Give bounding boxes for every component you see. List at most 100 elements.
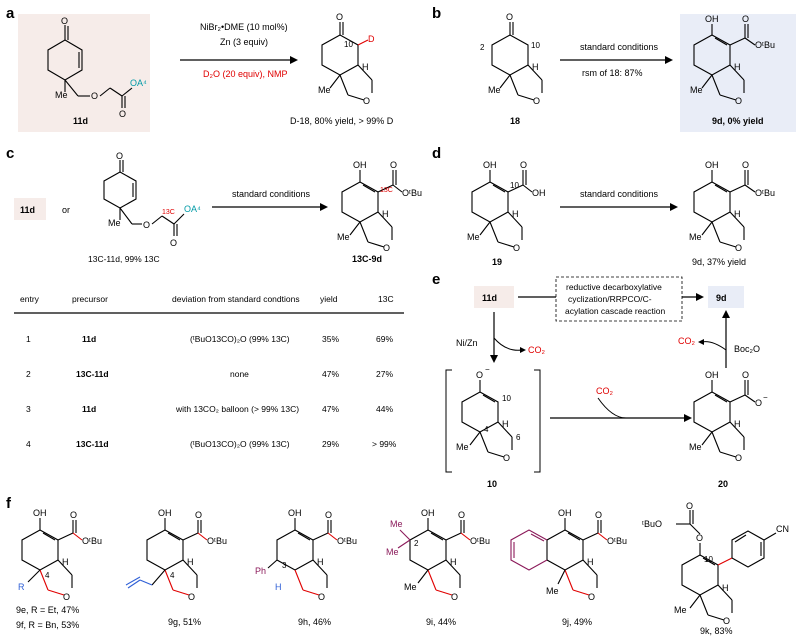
svg-text:O: O — [735, 243, 742, 253]
9i-me1: Me — [390, 519, 403, 529]
panel-c-label: c — [6, 145, 14, 162]
a-reagent-3: D₂O (20 equiv), NMP — [203, 69, 288, 79]
svg-text:O: O — [91, 91, 98, 101]
9k-boc: ᵗBuO — [642, 519, 662, 529]
e-cascade-box — [555, 276, 683, 322]
row3-deviation: with 13CO₂ balloon (> 99% 13C) — [175, 404, 299, 414]
9i-num: 2 — [414, 539, 419, 548]
table-row: 4 13C-11d (ᵗBuO13CO)₂O (99% 13C) 29% > 9… — [26, 439, 397, 449]
int10-n4: 4 — [484, 425, 489, 434]
row1-yield: 35% — [322, 334, 339, 344]
9d-d-oh: OH — [705, 160, 719, 170]
9e-r: R — [18, 582, 25, 592]
9j-label: 9j, 49% — [562, 617, 592, 627]
9g-h: H — [187, 557, 194, 567]
table-row: 3 11d with 13CO₂ balloon (> 99% 13C) 47%… — [26, 404, 393, 414]
d18-num10: 10 — [344, 40, 353, 49]
svg-text:O: O — [723, 616, 730, 626]
c-product-h: H — [382, 209, 389, 219]
e-box-line3: acylation cascade reaction — [565, 306, 665, 316]
svg-text:O: O — [383, 243, 390, 253]
structure-10 — [461, 380, 513, 458]
c-product-oh: OH — [353, 160, 367, 170]
e-co2-in: CO₂ — [596, 386, 614, 396]
9d-b-oh: OH — [705, 14, 719, 24]
9d-b-me: Me — [690, 85, 703, 95]
svg-text:O: O — [390, 160, 397, 170]
row3-yield: 47% — [322, 404, 339, 414]
b-result: 9d, 0% yield — [712, 116, 764, 126]
structure-11d — [47, 25, 133, 108]
table-header-deviation: deviation from standard condtions — [172, 294, 300, 304]
c-product-13c: 13C — [380, 187, 393, 194]
row4-precursor: 13C-11d — [76, 439, 109, 449]
9d-d-me: Me — [689, 232, 702, 242]
svg-text:O: O — [696, 533, 703, 543]
svg-text:O: O — [735, 96, 742, 106]
d18-h: H — [362, 62, 369, 72]
int20-label: 20 — [718, 479, 728, 489]
int20-h: H — [734, 419, 741, 429]
svg-text:O: O — [336, 12, 343, 22]
structure-9j — [510, 518, 608, 596]
11d-label: 11d — [73, 116, 88, 126]
svg-text:O: O — [70, 510, 77, 520]
structure-9e-9f — [21, 518, 83, 596]
panel-a-label: a — [6, 5, 15, 22]
svg-text:O: O — [61, 16, 68, 26]
row1-precursor: 11d — [82, 334, 96, 344]
9i-oh: OH — [421, 508, 435, 518]
9i-me: Me — [404, 582, 417, 592]
19-label: 19 — [492, 257, 502, 267]
int10-me: Me — [456, 442, 469, 452]
row4-13c: > 99% — [372, 439, 397, 449]
e-start-highlight — [474, 286, 514, 308]
svg-text:O: O — [195, 510, 202, 520]
structure-18 — [491, 22, 543, 101]
a-result: D-18, 80% yield, > 99% D — [290, 116, 394, 126]
structure-19 — [471, 170, 533, 248]
e-target-highlight — [708, 286, 744, 308]
row1-entry: 1 — [26, 334, 31, 344]
svg-text:O: O — [595, 510, 602, 520]
19-num10: 10 — [510, 181, 519, 190]
row2-entry: 2 — [26, 369, 31, 379]
c-sm-b-me: Me — [108, 218, 121, 228]
row2-13c: 27% — [376, 369, 393, 379]
table-header-precursor: precursor — [72, 294, 108, 304]
structure-d18 — [321, 22, 373, 101]
svg-text:O: O — [533, 96, 540, 106]
svg-text:O: O — [520, 160, 527, 170]
9h-label: 9h, 46% — [298, 617, 331, 627]
c-sm-b-13c: 13C — [162, 209, 175, 216]
9i-h: H — [450, 557, 457, 567]
9h-h2: H — [275, 582, 282, 592]
b-conditions: standard conditions — [580, 42, 659, 52]
row4-entry: 4 — [26, 439, 31, 449]
results-table: entry precursor deviation from standard … — [14, 294, 404, 449]
table-header-entry: entry — [20, 294, 40, 304]
d-conditions: standard conditions — [580, 189, 659, 199]
9k-label: 9k, 83% — [700, 626, 733, 636]
int10-n10: 10 — [502, 394, 511, 403]
9f-label: 9f, R = Bn, 53% — [16, 620, 79, 630]
svg-text:O: O — [742, 14, 749, 24]
c-or: or — [62, 205, 70, 215]
9h-oh: OH — [288, 508, 302, 518]
table-row: 1 11d (ᵗBuO13CO)₂O (99% 13C) 35% 69% — [26, 334, 393, 344]
svg-text:O: O — [325, 510, 332, 520]
structure-13c-11d — [103, 160, 185, 236]
9j-h: H — [587, 557, 594, 567]
9h-ester: OᵗBu — [337, 536, 357, 546]
9g-ester: OᵗBu — [207, 536, 227, 546]
9d-d-ester: OᵗBu — [755, 188, 775, 198]
svg-text:−: − — [485, 365, 490, 374]
18-me: Me — [488, 85, 501, 95]
c-conditions: standard conditions — [232, 189, 311, 199]
9k-num: 10 — [704, 555, 713, 564]
table-row: 2 13C-11d none 47% 27% — [26, 369, 393, 379]
row4-yield: 29% — [322, 439, 339, 449]
c-sm-b-label: 13C-11d, 99% 13C — [88, 254, 160, 264]
svg-text:O: O — [742, 370, 749, 380]
